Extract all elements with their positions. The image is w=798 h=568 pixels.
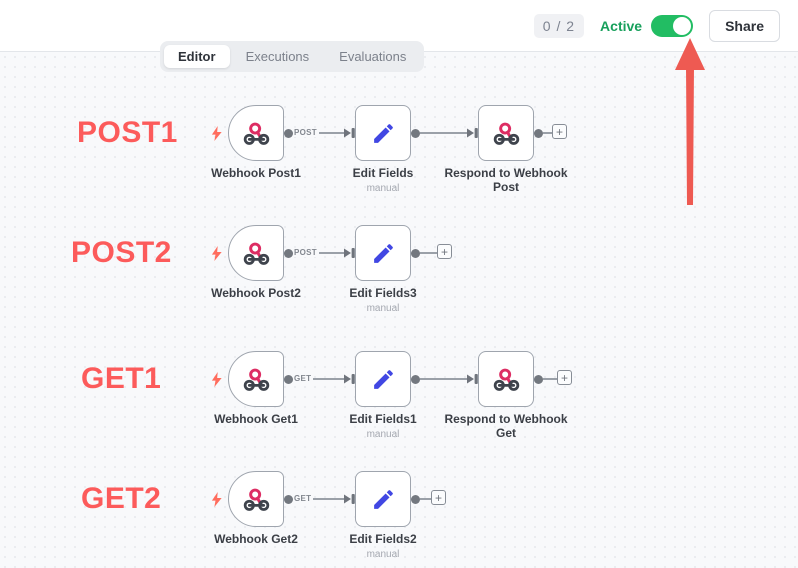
red-up-arrow-annotation (675, 38, 705, 205)
node-label: Webhook Get1 (186, 412, 326, 426)
output-port[interactable] (411, 374, 420, 384)
node-label-text: Edit Fields (352, 166, 414, 180)
input-port[interactable] (467, 127, 479, 139)
top-bar: 0 / 2 Active Share (0, 0, 798, 52)
node-label-text: Edit Fields3 (349, 286, 417, 300)
workflow-canvas[interactable]: POST1 POST + Webhook Post1 Edit Fields ma… (0, 52, 798, 568)
connection-label: GET (293, 374, 314, 383)
connection-line: POST (293, 128, 345, 137)
node-sublabel: manual (366, 303, 400, 314)
row-label-get1: GET1 (81, 362, 162, 395)
pencil-icon (373, 489, 393, 509)
node-edit-fields2[interactable] (344, 471, 420, 527)
connection-line: GET (293, 494, 345, 503)
node-label: Edit Fields3 manual (313, 286, 453, 316)
node-sublabel: manual (366, 549, 400, 560)
connection-line (543, 378, 557, 380)
node-webhook-post1[interactable] (228, 105, 293, 161)
input-port[interactable] (344, 373, 356, 385)
share-button[interactable]: Share (709, 9, 780, 42)
node-label: Respond to Webhook Get (436, 412, 576, 440)
pencil-icon (373, 243, 393, 263)
node-edit-fields3[interactable] (344, 225, 420, 281)
connection-line (420, 132, 468, 134)
webhook-icon (243, 122, 269, 145)
node-respond-webhook-get[interactable] (467, 351, 543, 407)
lightning-trigger-icon (211, 126, 222, 141)
view-tabs: Editor Executions Evaluations (160, 41, 425, 72)
node-label: Webhook Get2 (186, 532, 326, 546)
webhook-icon (243, 488, 269, 511)
output-port[interactable] (411, 128, 420, 138)
active-label: Active (600, 17, 643, 34)
node-sublabel: manual (366, 183, 400, 194)
webhook-icon (243, 242, 269, 265)
node-label: Webhook Post2 (186, 286, 326, 300)
add-node-button[interactable]: + (557, 370, 572, 385)
row-label-post2: POST2 (71, 236, 172, 269)
row-label-get2: GET2 (81, 482, 162, 515)
node-label-text: Webhook Post2 (211, 286, 301, 300)
tab-executions[interactable]: Executions (245, 49, 310, 64)
connection-line (420, 378, 468, 380)
row-label-post1: POST1 (77, 116, 178, 149)
node-label: Edit Fields manual (313, 166, 453, 196)
node-label-text: Webhook Get1 (214, 412, 298, 426)
execution-counter-badge: 0 / 2 (533, 13, 585, 38)
node-label: Edit Fields2 manual (313, 532, 453, 562)
tab-editor[interactable]: Editor (164, 45, 230, 68)
connection-label: POST (293, 128, 319, 137)
lightning-trigger-icon (211, 246, 222, 261)
lightning-trigger-icon (211, 372, 222, 387)
add-node-button[interactable]: + (552, 124, 567, 139)
pencil-icon (373, 123, 393, 143)
connection-line (420, 498, 431, 500)
node-label: Respond to Webhook Post (436, 166, 576, 194)
workflow-active-toggle[interactable] (651, 14, 694, 37)
toggle-knob (673, 16, 692, 35)
lightning-trigger-icon (211, 492, 222, 507)
node-webhook-get2[interactable] (228, 471, 293, 527)
webhook-icon (493, 368, 519, 391)
add-node-button[interactable]: + (431, 490, 446, 505)
output-port[interactable] (284, 374, 293, 384)
node-label-text: Webhook Post1 (211, 166, 301, 180)
output-port[interactable] (284, 494, 293, 504)
input-port[interactable] (467, 373, 479, 385)
output-port[interactable] (411, 494, 420, 504)
output-port[interactable] (284, 128, 293, 138)
node-label-text: Edit Fields2 (349, 532, 417, 546)
input-port[interactable] (344, 493, 356, 505)
node-edit-fields[interactable] (344, 105, 420, 161)
output-port[interactable] (534, 128, 543, 138)
connection-line (543, 132, 552, 134)
connection-line (420, 252, 437, 254)
node-label-text: Edit Fields1 (349, 412, 417, 426)
connection-label: POST (293, 248, 319, 257)
node-label-text: Webhook Get2 (214, 532, 298, 546)
node-label: Edit Fields1 manual (313, 412, 453, 442)
webhook-icon (493, 122, 519, 145)
pencil-icon (373, 369, 393, 389)
node-sublabel: manual (366, 429, 400, 440)
tab-evaluations[interactable]: Evaluations (339, 49, 407, 64)
input-port[interactable] (344, 247, 356, 259)
active-toggle-group: Active (600, 14, 694, 37)
add-node-button[interactable]: + (437, 244, 452, 259)
node-edit-fields1[interactable] (344, 351, 420, 407)
input-port[interactable] (344, 127, 356, 139)
node-label: Webhook Post1 (186, 166, 326, 180)
webhook-icon (243, 368, 269, 391)
output-port[interactable] (284, 248, 293, 258)
output-port[interactable] (534, 374, 543, 384)
node-respond-webhook-post[interactable] (467, 105, 543, 161)
node-webhook-post2[interactable] (228, 225, 293, 281)
node-label-text: Respond to Webhook Post (444, 166, 568, 194)
connection-line: GET (293, 374, 345, 383)
connection-line: POST (293, 248, 345, 257)
node-label-text: Respond to Webhook Get (444, 412, 568, 440)
output-port[interactable] (411, 248, 420, 258)
connection-label: GET (293, 494, 314, 503)
node-webhook-get1[interactable] (228, 351, 293, 407)
